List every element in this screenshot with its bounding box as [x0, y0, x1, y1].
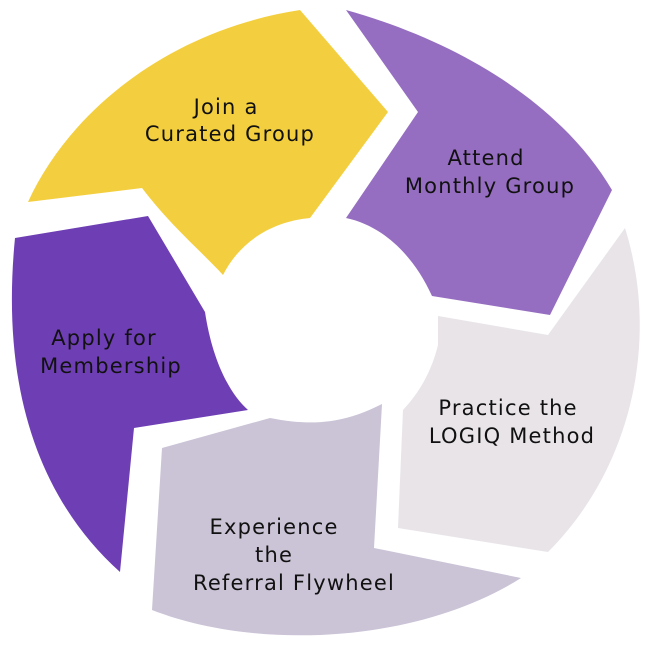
label-line: Referral Flywheel [193, 571, 395, 595]
label-line: LOGIQ Method [429, 424, 595, 448]
segment-experience-referral-flywheel [152, 404, 521, 636]
label-line: the [255, 543, 293, 567]
label-line: Experience [209, 515, 338, 539]
segment-join-curated-group [28, 10, 388, 275]
label-line: Practice the [438, 396, 577, 420]
label-experience-referral-flywheel: Experience the Referral Flywheel [193, 515, 395, 595]
label-line: Curated Group [145, 122, 315, 146]
label-attend-monthly-group: Attend Monthly Group [405, 146, 575, 198]
segment-attend-monthly-group [346, 10, 612, 315]
label-line: Monthly Group [405, 174, 575, 198]
label-apply-for-membership: Apply for Membership [40, 326, 182, 378]
label-practice-logiq-method: Practice the LOGIQ Method [429, 396, 595, 448]
label-line: Join a [192, 95, 259, 119]
label-join-curated-group: Join a Curated Group [145, 95, 315, 146]
segment-practice-logiq-method [398, 228, 640, 552]
segment-apply-for-membership [11, 216, 249, 572]
label-line: Membership [40, 354, 182, 378]
label-line: Attend [447, 146, 524, 170]
label-line: Apply for [51, 326, 157, 350]
